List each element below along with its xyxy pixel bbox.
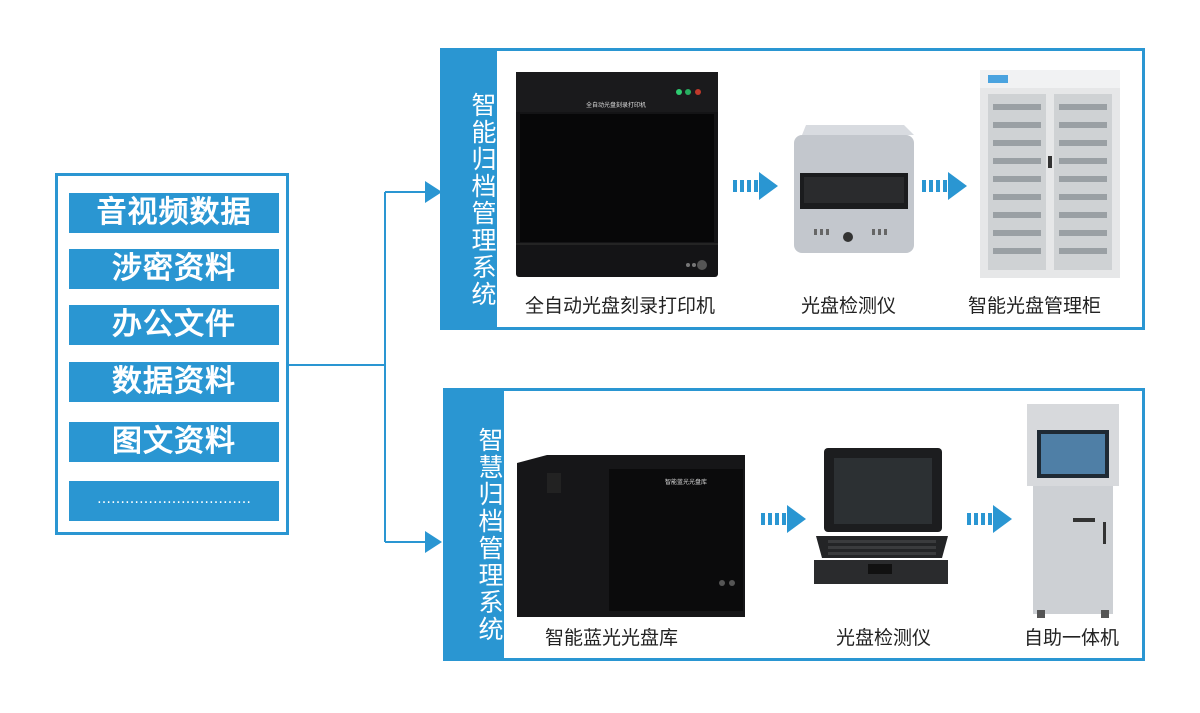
caption-self-service-kiosk: 自助一体机 — [1024, 627, 1120, 649]
data-item-audio-video: 音视频数据 — [69, 193, 279, 233]
flow-arrow-bottom-2 — [967, 505, 1012, 533]
burner-device-text: 全自动光盘刻录打印机 — [586, 102, 647, 109]
flow-arrow-top-1 — [733, 172, 778, 200]
data-item-data: 数据资料 — [69, 362, 279, 402]
data-source-list: 音视频数据 涉密资料 办公文件 数据资料 图文资料 …………………………… — [55, 173, 289, 535]
caption-disc-detector-top: 光盘检测仪 — [801, 295, 897, 317]
arrow-head-top — [425, 181, 442, 203]
caption-disc-cabinet: 智能光盘管理柜 — [968, 295, 1102, 317]
disc-cabinet-image — [980, 70, 1120, 278]
panel-top-label: 智能归档管理系统 — [443, 51, 497, 327]
data-item-graphic: 图文资料 — [69, 422, 279, 462]
flow-arrow-top-2 — [922, 172, 967, 200]
data-item-classified: 涉密资料 — [69, 249, 279, 289]
caption-disc-burner-printer: 全自动光盘刻录打印机 — [525, 295, 716, 317]
data-item-office: 办公文件 — [69, 305, 279, 345]
panel-bottom-label: 智慧归档管理系统 — [446, 391, 504, 658]
arrow-head-bottom — [425, 531, 442, 553]
data-item-more: …………………………… — [69, 481, 279, 521]
caption-bluray-library: 智能蓝光光盘库 — [545, 627, 679, 649]
caption-disc-detector-bottom: 光盘检测仪 — [836, 627, 932, 649]
bluray-library-image: 智能蓝光光盘库 — [517, 455, 747, 617]
self-service-kiosk-image — [1027, 404, 1119, 620]
disc-detector-image — [786, 125, 916, 257]
laptop-detector-image — [812, 448, 950, 590]
flow-arrow-bottom-1 — [761, 505, 806, 533]
disc-burner-printer-image: 全自动光盘刻录打印机 — [516, 72, 718, 277]
library-device-text: 智能蓝光光盘库 — [665, 479, 708, 486]
